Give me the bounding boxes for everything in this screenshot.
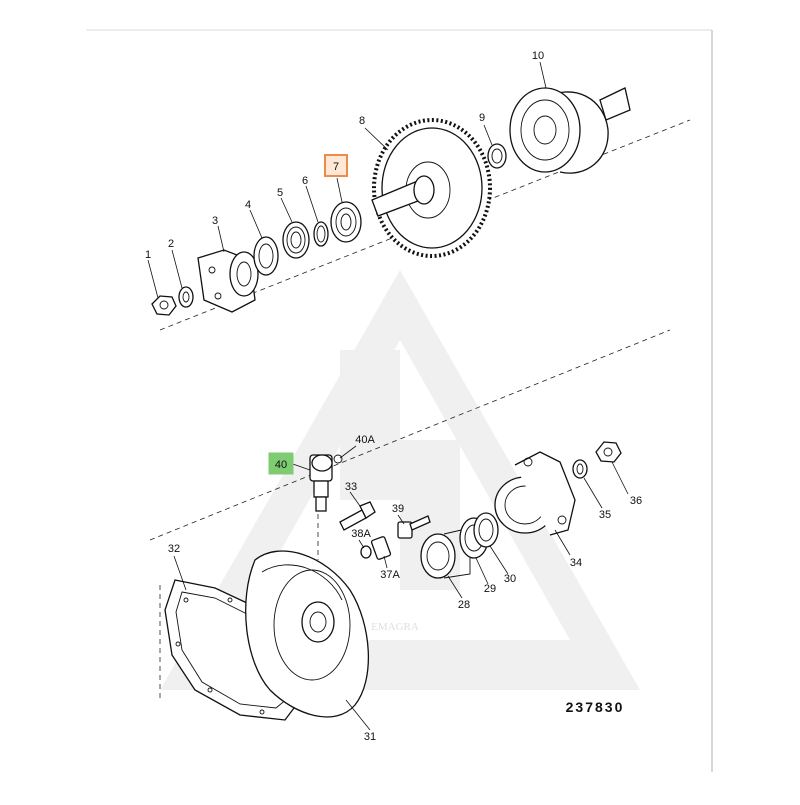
group-separators xyxy=(149,119,691,700)
callout-37A[interactable]: 37A xyxy=(380,569,400,581)
callout-40A[interactable]: 40A xyxy=(355,434,375,446)
part-34-yoke xyxy=(494,451,576,536)
callout-5[interactable]: 5 xyxy=(277,187,283,199)
callout-40[interactable]: 40 xyxy=(275,459,287,471)
callout-39[interactable]: 39 xyxy=(392,503,404,515)
callout-29[interactable]: 29 xyxy=(484,583,496,595)
part-31-housing xyxy=(245,550,369,718)
part-38A-washer xyxy=(360,545,372,559)
part-4-seal xyxy=(253,236,279,276)
callout-36[interactable]: 36 xyxy=(630,495,642,507)
callout-28[interactable]: 28 xyxy=(458,599,470,611)
callout-7[interactable]: 7 xyxy=(333,161,339,173)
callout-33[interactable]: 33 xyxy=(345,481,357,493)
callout-38A[interactable]: 38A xyxy=(351,528,371,540)
callout-34[interactable]: 34 xyxy=(570,557,582,569)
part-30-seal xyxy=(473,512,499,548)
part-8-gear xyxy=(371,118,492,258)
part-2-washer xyxy=(178,286,194,308)
part-3-yoke xyxy=(197,249,259,313)
part-35-washer xyxy=(572,459,588,479)
callout-9[interactable]: 9 xyxy=(479,112,485,124)
part-1-nut xyxy=(151,295,177,316)
callout-32[interactable]: 32 xyxy=(168,543,180,555)
part-6-ring xyxy=(313,221,329,247)
callout-4[interactable]: 4 xyxy=(245,199,251,211)
leader-lines xyxy=(147,61,629,731)
callout-3[interactable]: 3 xyxy=(212,215,218,227)
part-40-valve xyxy=(309,454,343,512)
highlight-7-box xyxy=(324,154,348,177)
callout-10[interactable]: 10 xyxy=(532,50,544,62)
part-39-fitting xyxy=(397,515,431,539)
part-10-hub xyxy=(509,87,631,174)
callout-31[interactable]: 31 xyxy=(364,731,376,743)
drawing-number: 237830 xyxy=(566,699,625,715)
callout-30[interactable]: 30 xyxy=(504,573,516,585)
callout-1[interactable]: 1 xyxy=(145,249,151,261)
part-9-ring xyxy=(487,143,507,169)
part-5-bearing xyxy=(282,221,310,259)
callout-labels: 1 2 3 4 5 6 7 8 9 10 40 40A 33 38A 37A 3… xyxy=(145,50,642,743)
highlight-40-box xyxy=(268,452,294,475)
callout-35[interactable]: 35 xyxy=(599,509,611,521)
callout-8[interactable]: 8 xyxy=(359,115,365,127)
watermark-text: EMAGRA xyxy=(371,621,419,633)
callout-6[interactable]: 6 xyxy=(302,175,308,187)
callout-2[interactable]: 2 xyxy=(168,238,174,250)
part-36-nut xyxy=(595,441,622,463)
part-33-bolt xyxy=(339,501,376,531)
part-7-bearing xyxy=(330,201,362,243)
part-28-bearing xyxy=(420,527,471,579)
